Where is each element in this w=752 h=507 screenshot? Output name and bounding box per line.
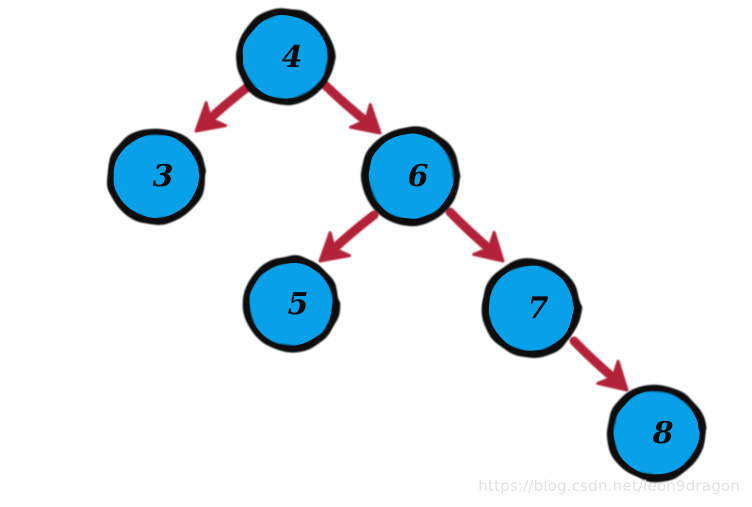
node-fill	[613, 390, 700, 475]
tree-edge-7-to-8[interactable]	[569, 336, 629, 392]
edge-arrowhead	[349, 103, 382, 135]
tree-node-6[interactable]: 6	[360, 126, 461, 227]
edge-shaft	[320, 80, 376, 130]
node-fill	[113, 134, 200, 219]
edge-shaft	[569, 336, 623, 387]
node-label: 8	[652, 416, 674, 451]
tree-node-4[interactable]: 4	[236, 8, 336, 106]
node-label: 6	[408, 159, 429, 194]
node-outline-secondary	[108, 130, 206, 224]
tree-node-3[interactable]: 3	[106, 128, 206, 226]
edge-arrowhead	[596, 359, 629, 392]
edge-shaft	[445, 207, 499, 258]
edge-arrowhead	[194, 101, 227, 133]
edges-layer	[194, 80, 629, 392]
tree-edge-4-to-6[interactable]	[320, 80, 382, 135]
node-label: 7	[528, 291, 549, 326]
node-fill	[249, 262, 333, 346]
node-outline-secondary	[608, 386, 706, 481]
node-label: 5	[288, 287, 309, 322]
edge-arrowhead	[318, 231, 351, 263]
tree-node-7[interactable]: 7	[481, 258, 583, 358]
node-outline-secondary	[236, 9, 333, 104]
node-fill	[242, 14, 328, 99]
nodes-layer: 4 3 6 5 7 8	[106, 8, 707, 483]
edge-arrowhead	[472, 230, 505, 263]
tree-edge-4-to-3[interactable]	[194, 81, 254, 133]
tree-edge-6-to-7[interactable]	[445, 207, 505, 263]
csdn-watermark: https://blog.csdn.net/leon9dragon	[478, 477, 740, 495]
node-label: 4	[282, 40, 303, 75]
node-outline-secondary	[482, 260, 580, 357]
node-outline-secondary	[363, 127, 459, 225]
tree-edge-6-to-5[interactable]	[318, 210, 379, 263]
tree-node-8[interactable]: 8	[606, 384, 707, 483]
node-fill	[488, 265, 575, 351]
node-fill	[368, 133, 456, 219]
node-label: 3	[153, 159, 174, 194]
tree-node-5[interactable]: 5	[242, 255, 341, 353]
node-outline-secondary	[244, 257, 338, 351]
